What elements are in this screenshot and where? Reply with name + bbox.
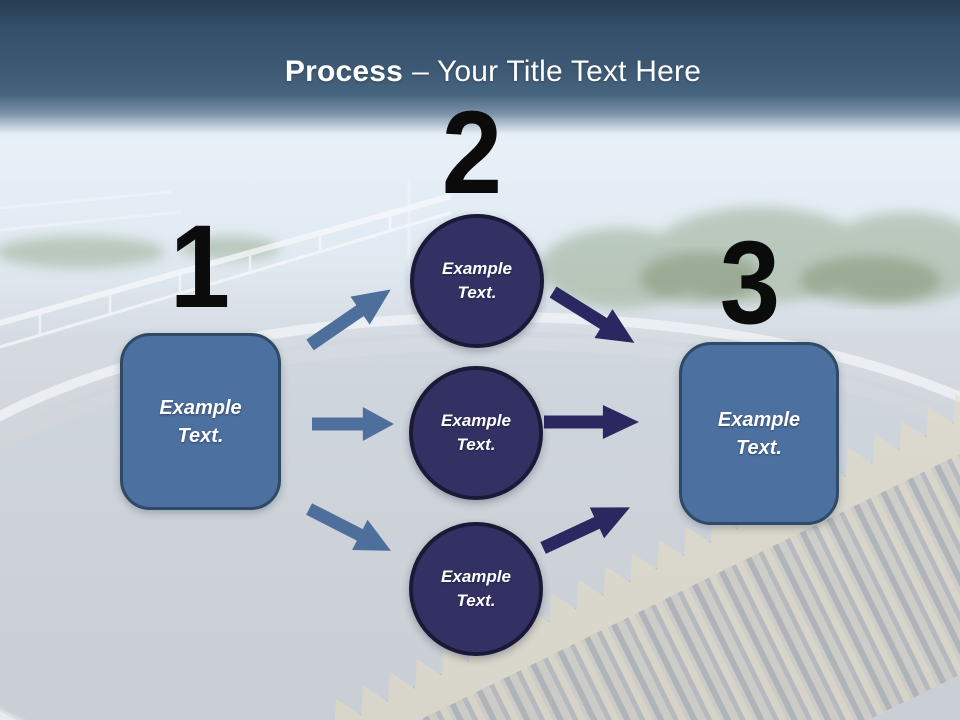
arrow-circle-2-to-end [544, 405, 639, 439]
step-number-1: 1 [169, 201, 231, 333]
title-bar: Process– Your Title Text Here [0, 0, 960, 158]
circle-2-label: Example Text. [441, 411, 511, 454]
circle-3-label: Example Text. [441, 567, 511, 610]
photo-walkway-railing [0, 180, 452, 349]
title-rest: – Your Title Text Here [412, 55, 702, 88]
arrow-circle-1-to-end [544, 278, 643, 358]
slide-title: Process– Your Title Text Here [0, 55, 960, 89]
title-keyword: Process [284, 55, 404, 88]
process-circle-3: Example Text. [409, 522, 543, 656]
process-circle-1: Example Text. [410, 214, 544, 348]
arrow-start-to-circle-3 [301, 494, 398, 566]
process-end-box: Example Text. [679, 342, 839, 525]
process-circle-2: Example Text. [409, 366, 543, 500]
arrow-circle-3-to-end [536, 492, 637, 563]
process-start-box: Example Text. [120, 333, 281, 510]
arrow-start-to-circle-1 [300, 275, 400, 359]
step-number-3: 3 [719, 217, 781, 349]
circle-1-label: Example Text. [442, 259, 512, 302]
start-box-label: Example Text. [159, 396, 242, 447]
step-number-2: 2 [441, 87, 503, 219]
photo-trees-dark [640, 252, 940, 304]
arrow-start-to-circle-2 [312, 407, 394, 441]
end-box-label: Example Text. [717, 408, 801, 459]
